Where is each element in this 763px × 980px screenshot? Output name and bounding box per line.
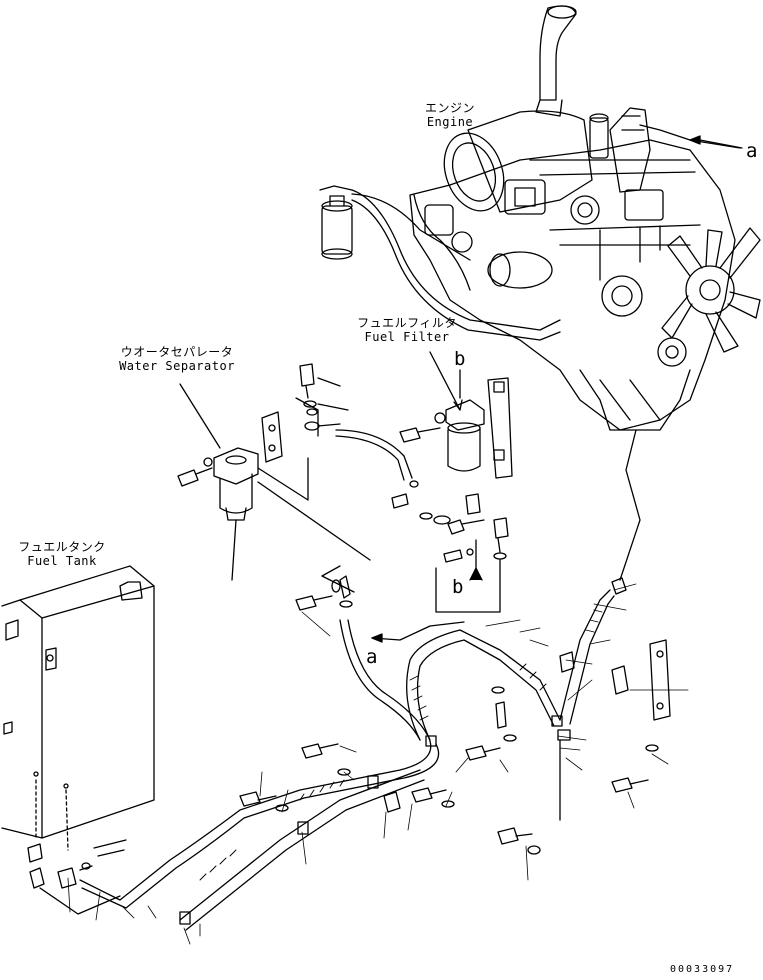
remote-fuel-filter xyxy=(319,185,561,341)
fuel-tank-label-jp: フュエルタンク xyxy=(18,540,106,554)
fan xyxy=(661,227,761,353)
drawing-code: 00033097 xyxy=(670,964,735,975)
bolt-stack-1 xyxy=(295,363,349,437)
hose-wrap xyxy=(199,609,603,881)
bracket-right xyxy=(649,639,671,721)
ref-b-mid: b xyxy=(452,576,464,598)
engine-label: エンジン Engine xyxy=(420,101,480,129)
ref-a-mid: a xyxy=(366,646,378,668)
ref-a-top: a xyxy=(746,140,758,162)
water-separator-label-en: Water Separator xyxy=(119,359,235,373)
water-separator-label: ウオータセパレータ Water Separator xyxy=(112,345,242,373)
hose-clamps xyxy=(179,715,571,925)
engine-assembly xyxy=(409,5,761,431)
fuel-filter-assembly xyxy=(399,351,513,479)
water-separator-label-jp: ウオータセパレータ xyxy=(120,345,234,359)
fuel-filter-label-jp: フュエルフィルタ xyxy=(357,316,457,330)
fuel-tank-label: フュエルタンク Fuel Tank xyxy=(14,540,110,568)
fittings-left xyxy=(295,565,355,611)
fittings-center xyxy=(391,480,509,613)
leader-lines xyxy=(67,583,689,945)
pointer-a-mid xyxy=(371,621,465,641)
bolts-bottom xyxy=(239,577,659,855)
water-separator-assembly xyxy=(177,383,371,581)
ref-b-top: b xyxy=(454,348,466,370)
fuel-tank xyxy=(1,565,155,915)
fuel-filter-label-en: Fuel Filter xyxy=(364,330,450,344)
fuel-filter-label: フュエルフィルタ Fuel Filter xyxy=(352,316,462,344)
engine-label-jp: エンジン xyxy=(424,101,475,115)
fuel-tank-label-en: Fuel Tank xyxy=(27,554,97,568)
engine-label-en: Engine xyxy=(426,115,474,129)
